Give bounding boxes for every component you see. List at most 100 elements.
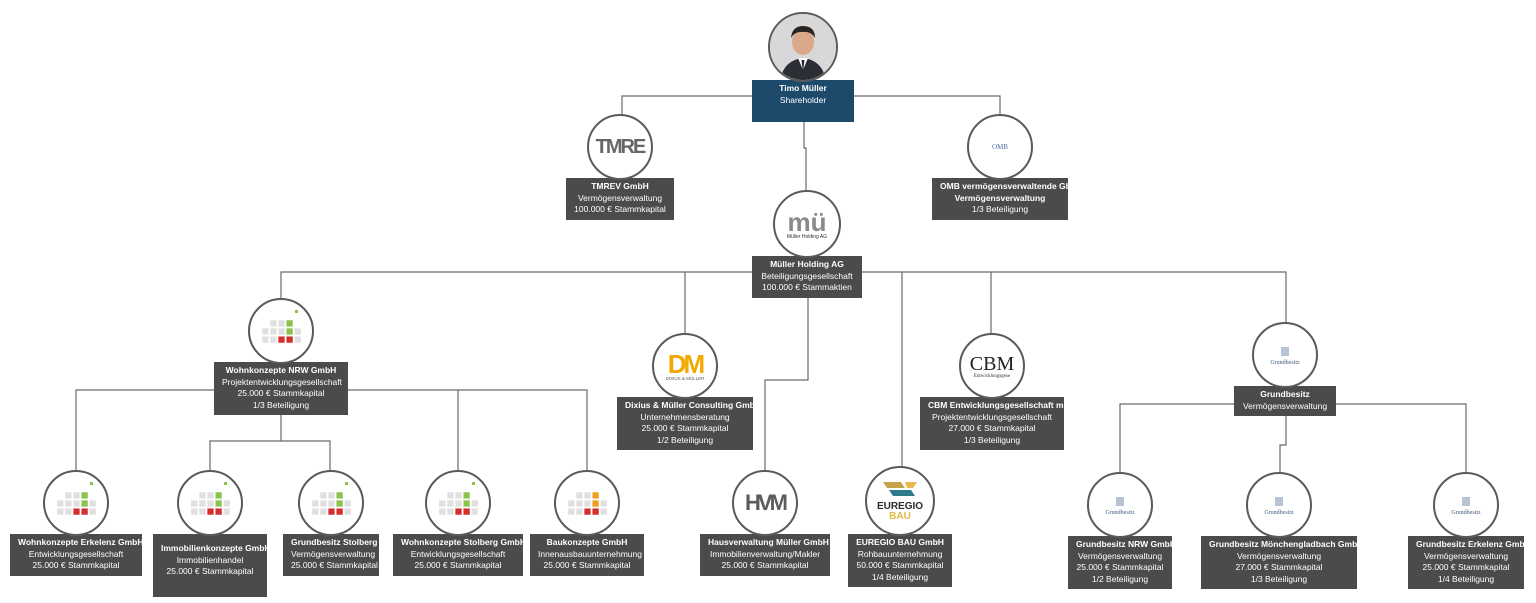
wk-stolberg-line1: Entwicklungsgesellschaft	[410, 548, 506, 559]
node-gb-erkelenz: Grundbesitz Grundbesitz Erkelenz GmbH Ve…	[1408, 472, 1531, 589]
cbm-logo: CBM Entwicklungsgese	[959, 333, 1025, 399]
gb-mg-box: Grundbesitz Mönchengladbach GmbH Vermöge…	[1201, 536, 1364, 589]
wk-erkelenz-box: Wohnkonzepte Erkelenz GmbH Entwicklungsg…	[10, 534, 144, 576]
gb-erkelenz-line1: Vermögensverwaltung	[1423, 550, 1509, 561]
node-grundbesitz: Grundbesitz Grundbesitz Vermögensverwalt…	[1234, 322, 1336, 416]
cbm-box: CBM Entwicklungsgesellschaft mbH Projekt…	[920, 397, 1075, 450]
grundbesitz-logo-text: Grundbesitz	[1270, 360, 1300, 366]
bau-name: Baukonzepte GmbH	[546, 537, 628, 547]
node-wk-stolberg: Wohnkonzepte Stolberg GmbH Entwicklungsg…	[393, 470, 526, 576]
gb-erkelenz-logo-text: Grundbesitz	[1451, 510, 1481, 516]
hvm-logo: HVM	[732, 470, 798, 536]
bau-line1: Innenausbauunternehmung	[538, 548, 642, 559]
node-gb-mg: Grundbesitz Grundbesitz Mönchengladbach …	[1201, 472, 1364, 589]
hvm-name: Hausverwaltung Müller GmbH	[708, 537, 829, 547]
cbm-logo-sub: Entwicklungsgese	[973, 373, 1011, 379]
omb-logo-text: OMB	[992, 143, 1008, 151]
node-mueller-holding: mü Müller Holding AG Müller Holding AG B…	[752, 190, 862, 298]
building-icon	[1115, 497, 1124, 506]
gb-nrw-line3: 1/2 Beteiligung	[1091, 573, 1149, 584]
gb-stolberg-line1: Vermögensverwaltung	[291, 548, 376, 559]
node-dixius-mueller: DM DIXIUS & MÜLLER Dixius & Müller Consu…	[617, 333, 762, 450]
euregio-line2: 50.000 € Stammkapital	[856, 560, 944, 570]
euregio-logo: EUREGIO BAU	[865, 466, 935, 536]
tmrev-logo: TMRE	[587, 114, 653, 180]
root-box: Timo Müller Shareholder	[752, 80, 854, 122]
dixius-line3: 1/2 Beteiligung	[656, 434, 714, 445]
gb-nrw-line2: 25.000 € Stammkapital	[1076, 562, 1164, 572]
wk-nrw-box: Wohnkonzepte NRW GmbH Projektentwicklung…	[214, 362, 348, 415]
node-wk-erkelenz: Wohnkonzepte Erkelenz GmbH Entwicklungsg…	[10, 470, 144, 576]
euregio-logo-text2: BAU	[889, 511, 911, 522]
wk-erkelenz-line1: Entwicklungsgesellschaft	[28, 548, 124, 559]
gb-stolberg-box: Grundbesitz Stolberg Vermögensverwaltung…	[283, 534, 379, 576]
omb-box: OMB vermögensverwaltende GbR Vermögensve…	[932, 178, 1077, 220]
hvm-line1: Immobilienverwaltung/Makler	[709, 548, 821, 559]
node-omb: OMB OMB vermögensverwaltende GbR Vermöge…	[932, 114, 1077, 220]
gb-erkelenz-logo: Grundbesitz	[1433, 472, 1499, 538]
omb-line1: Vermögensverwaltung	[954, 192, 1046, 203]
grundbesitz-line1: Vermögensverwaltung	[1242, 400, 1328, 411]
wk-nrw-line3: 1/3 Beteiligung	[252, 399, 310, 410]
omb-line2: 1/3 Beteiligung	[971, 204, 1029, 214]
bau-line2: 25.000 € Stammkapital	[543, 560, 631, 570]
gb-erkelenz-line2: 25.000 € Stammkapital	[1422, 562, 1510, 572]
immo-name: Immobilienkonzepte GmbH	[161, 543, 271, 553]
holding-logo-text: mü	[787, 206, 827, 237]
building-icon	[1461, 497, 1470, 506]
gb-nrw-name: Grundbesitz NRW GmbH	[1076, 539, 1176, 549]
node-gb-nrw: Grundbesitz Grundbesitz NRW GmbH Vermöge…	[1068, 472, 1176, 589]
tmrev-logo-text: TMRE	[595, 135, 647, 158]
immo-line2: 25.000 € Stammkapital	[166, 566, 254, 576]
holding-box: Müller Holding AG Beteiligungsgesellscha…	[752, 256, 862, 298]
tmrev-box: TMREV GmbH Vermögensverwaltung 100.000 €…	[566, 178, 674, 220]
euregio-line3: 1/4 Beteiligung	[871, 571, 929, 582]
immo-line1: Immobilienhandel	[176, 554, 244, 565]
node-immobilienkonzepte: Immobilienkonzepte GmbH Immobilienhandel…	[153, 470, 271, 597]
wk-nrw-name: Wohnkonzepte NRW GmbH	[225, 365, 337, 375]
connector-wk-immo	[209, 415, 282, 473]
gb-erkelenz-box: Grundbesitz Erkelenz GmbH Vermögensverwa…	[1408, 536, 1531, 589]
building-icon	[1280, 347, 1289, 356]
dixius-name: Dixius & Müller Consulting GmbH	[625, 400, 762, 410]
dixius-logo-sub: DIXIUS & MÜLLER	[665, 375, 705, 381]
dixius-line2: 25.000 € Stammkapital	[641, 423, 729, 433]
cbm-logo-text: CBM	[969, 352, 1015, 375]
hvm-box: Hausverwaltung Müller GmbH Immobilienver…	[700, 534, 830, 576]
gb-mg-logo-text: Grundbesitz	[1264, 510, 1294, 516]
euregio-logo-text: EUREGIO	[876, 501, 924, 512]
gb-mg-line3: 1/3 Beteiligung	[1250, 573, 1308, 584]
gb-mg-name: Grundbesitz Mönchengladbach GmbH	[1209, 539, 1364, 549]
bau-logo	[554, 470, 620, 536]
immo-box: Immobilienkonzepte GmbH Immobilienhandel…	[153, 534, 271, 597]
euregio-line1: Rohbauunternehmung	[857, 548, 943, 559]
hvm-line2: 25.000 € Stammkapital	[721, 560, 809, 570]
wk-nrw-line1: Projektentwicklungsgesellschaft	[222, 376, 343, 387]
wk-erkelenz-logo	[43, 470, 109, 536]
wk-nrw-logo	[248, 298, 314, 364]
euregio-name: EUREGIO BAU GmbH	[856, 537, 944, 547]
gb-mg-line1: Vermögensverwaltung	[1236, 550, 1322, 561]
gb-stolberg-name: Grundbesitz Stolberg	[291, 537, 378, 547]
node-wohnkonzepte-nrw: Wohnkonzepte NRW GmbH Projektentwicklung…	[214, 298, 348, 415]
tmrev-line2: 100.000 € Stammkapital	[574, 204, 666, 214]
tmrev-line1: Vermögensverwaltung	[577, 192, 663, 203]
dixius-line1: Unternehmensberatung	[640, 411, 730, 422]
connector-root-holding	[803, 110, 807, 192]
tmrev-name: TMREV GmbH	[591, 181, 649, 191]
wk-stolberg-box: Wohnkonzepte Stolberg GmbH Entwicklungsg…	[393, 534, 526, 576]
cbm-name: CBM Entwicklungsgesellschaft mbH	[928, 400, 1075, 410]
cbm-line2: 27.000 € Stammkapital	[948, 423, 1036, 433]
euregio-box: EUREGIO BAU GmbH Rohbauunternehmung 50.0…	[848, 534, 952, 587]
node-euregio-bau: EUREGIO BAU EUREGIO BAU GmbH Rohbauunter…	[848, 466, 952, 587]
euregio-icon	[883, 482, 917, 496]
hvm-logo-text: HVM	[745, 490, 788, 515]
grundbesitz-box: Grundbesitz Vermögensverwaltung	[1234, 386, 1336, 416]
cbm-line1: Projektentwicklungsgesellschaft	[931, 411, 1052, 422]
gb-stolberg-logo	[298, 470, 364, 536]
connector-wk-gbstolberg	[281, 440, 331, 473]
wk-erkelenz-name: Wohnkonzepte Erkelenz GmbH	[18, 537, 144, 547]
gb-erkelenz-line3: 1/4 Beteiligung	[1437, 573, 1495, 584]
cbm-line3: 1/3 Beteiligung	[963, 434, 1021, 445]
avatar	[768, 12, 838, 82]
